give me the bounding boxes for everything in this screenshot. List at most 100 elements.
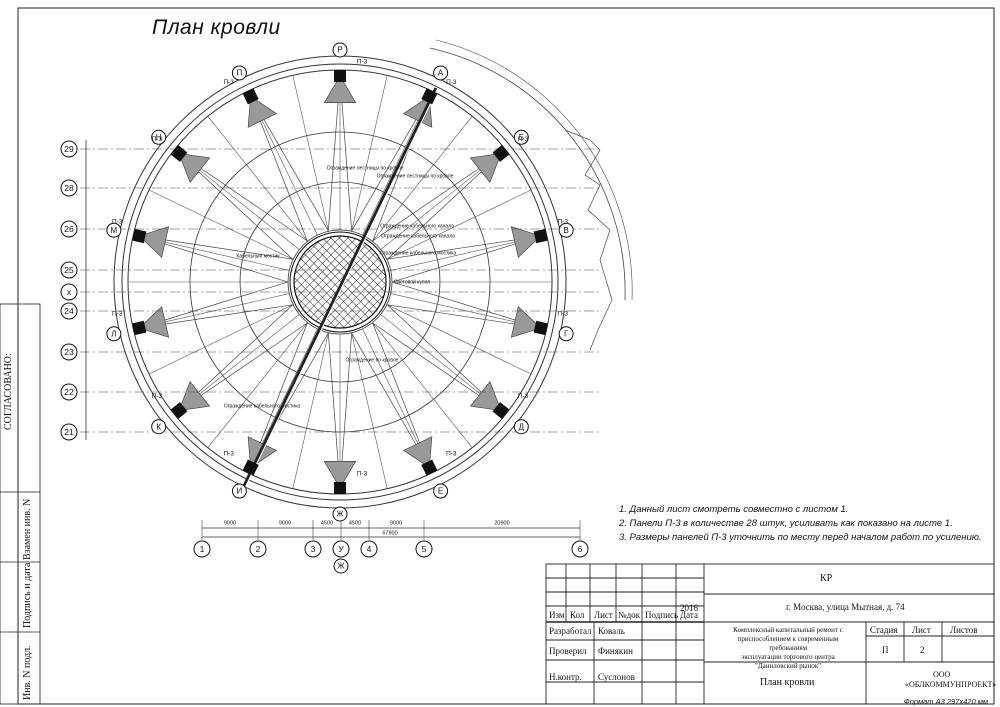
row-axis-label: 29: [64, 144, 74, 154]
project-description: Комплексный капитальный ремонт с приспос…: [733, 626, 843, 670]
sign-date-label: Подпись и дата: [22, 562, 33, 628]
row-axis-label: 24: [64, 306, 74, 316]
org-name: «ОБЛКОММУНПРОЕКТ»: [905, 680, 997, 689]
node-bubble: [106, 222, 122, 238]
col-axis-label: 2: [256, 544, 261, 554]
panel-label: П-3: [446, 79, 457, 86]
agreed-label: СОГЛАСОВАНО:: [3, 353, 14, 430]
dimension-label: 9000: [390, 520, 402, 526]
node-label: П: [237, 69, 243, 78]
panel-label: П-3: [223, 450, 234, 457]
panel-label: П-3: [112, 311, 123, 318]
node-bubble: [433, 483, 449, 499]
row-axis-bubble: [60, 383, 78, 401]
col-axis-label: 6: [578, 544, 583, 554]
col-axis-bubble: [332, 540, 350, 558]
panel-label: П-3: [518, 393, 529, 400]
drawing-title: План кровли: [152, 16, 281, 39]
support-block: [492, 145, 510, 162]
stage-value: П: [882, 645, 889, 655]
dimension-label: 9000: [224, 520, 236, 526]
panel-label: П-3: [223, 79, 234, 86]
support-block: [421, 459, 438, 476]
panel-label: П-3: [357, 471, 368, 478]
node-label: В: [563, 226, 568, 235]
row-axis-bubble: [60, 343, 78, 361]
support-block: [492, 402, 510, 419]
support-block: [334, 70, 346, 82]
node-bubble: [513, 419, 529, 435]
panel-label: П-3: [558, 311, 569, 318]
list-value: 2: [920, 645, 925, 655]
node-bubble: [558, 222, 574, 238]
panel-label: П-3: [152, 393, 163, 400]
annotation-cable-bridge: Кабельный мостик: [236, 252, 280, 259]
row-axis-label: 28: [64, 183, 74, 193]
node-label: И: [237, 487, 243, 496]
node-bubble: [231, 483, 247, 499]
col-ndok: №док: [618, 610, 641, 620]
inv-orig-label: Инв. N подл.: [22, 645, 33, 700]
col-axis-bubble: [360, 540, 378, 558]
project-code: КР: [820, 573, 833, 584]
panel-label: П-3: [558, 219, 569, 226]
node-label: Б: [519, 133, 524, 142]
support-block: [170, 145, 188, 162]
panel-label: П-3: [518, 136, 529, 143]
support-block: [170, 402, 188, 419]
format-note: Формат А3 297х420 мм: [903, 697, 988, 706]
support-block: [421, 88, 438, 105]
row-axis-label: 23: [64, 347, 74, 357]
node-label: Н: [156, 133, 162, 142]
panel-label: П-3: [112, 219, 123, 226]
row-axis-label: 25: [64, 265, 74, 275]
col-axis-bubble: [193, 540, 211, 558]
col-axis-label: 1: [200, 544, 205, 554]
row-axis-bubble: [60, 140, 78, 158]
support-block: [533, 228, 548, 244]
annotation-fence-4: Ограждение кабельного канала: [381, 233, 455, 239]
node-label: Д: [519, 422, 525, 431]
node-bubble: [151, 129, 167, 145]
note-item: 2. Панели П-3 в количестве 28 штук, усил…: [619, 518, 953, 529]
col-axis-label: У: [338, 544, 344, 554]
row-axis-bubble: [60, 179, 78, 197]
name-norm-control: Суслонов: [598, 672, 635, 682]
node-bubble: [433, 65, 449, 81]
dimension-label: 20900: [494, 520, 509, 526]
node-label: Ж: [336, 510, 344, 519]
panel-label: П-3: [446, 450, 457, 457]
col-axis-bubble: [249, 540, 267, 558]
general-notes: 1. Данный лист смотреть совместно с лист…: [619, 503, 982, 545]
annotation-skylight: Световой купол: [394, 278, 431, 285]
node-bubble: [151, 419, 167, 435]
annotation-fence-1: Ограждение лестницы по кровле: [327, 165, 404, 171]
address: г. Москва, улица Мытная, д. 74: [786, 602, 905, 612]
row-axis-label: 26: [64, 224, 74, 234]
node-bubble: [106, 326, 122, 342]
annotation-fence-2: Ограждение лестницы по кровле: [377, 173, 454, 179]
row-axis-bubble: [60, 302, 78, 320]
col-axis-label: 5: [422, 544, 427, 554]
role-developer: Разработал: [549, 626, 592, 636]
row-axis-label: 21: [64, 427, 74, 437]
row-axis-bubble: [60, 283, 78, 301]
panel-label: П-3: [357, 59, 368, 66]
col-axis-bubble: [571, 540, 589, 558]
col-axis-label: 3: [311, 544, 316, 554]
year: 2016: [680, 603, 698, 613]
node-bubble: [332, 42, 348, 58]
stage-header: Стадия: [870, 625, 898, 635]
sheet-name: План кровли: [760, 677, 815, 688]
node-bubble: [231, 65, 247, 81]
node-label: Р: [337, 46, 342, 55]
support-block: [242, 459, 259, 476]
list-header: Лист: [912, 625, 931, 635]
node-bubble: [558, 326, 574, 342]
note-item: 1. Данный лист смотреть совместно с лист…: [619, 504, 849, 515]
node-label: А: [438, 69, 444, 78]
col-sign: Подпись: [645, 610, 679, 620]
support-block: [132, 228, 147, 244]
